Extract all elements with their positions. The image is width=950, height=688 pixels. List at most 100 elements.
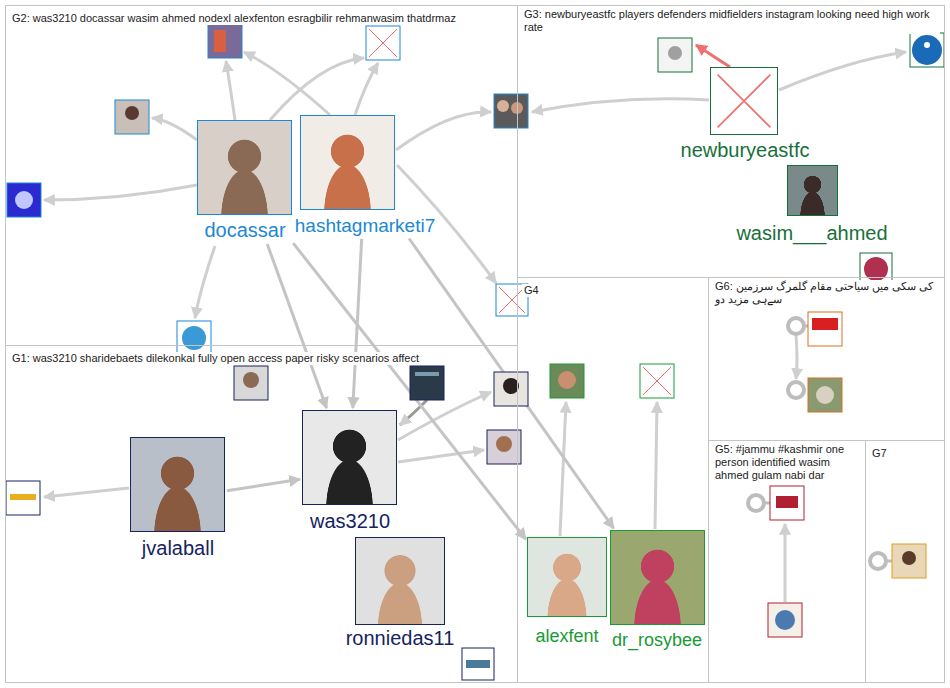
link-line bbox=[396, 112, 491, 150]
vertex: docassar bbox=[197, 120, 292, 242]
vertex: hashtagmarketi7 bbox=[293, 115, 437, 237]
vertex-ring bbox=[788, 318, 804, 334]
group-panel: G5: #jammu #kashmir one person identifie… bbox=[708, 440, 866, 683]
group-title: G4 bbox=[522, 284, 541, 297]
profile-picture bbox=[410, 366, 444, 400]
profile-picture bbox=[770, 486, 804, 520]
profile-picture bbox=[902, 551, 916, 565]
missing-picture bbox=[366, 26, 400, 60]
vertex-label: jvalaball bbox=[140, 537, 216, 560]
profile-picture bbox=[130, 437, 225, 532]
missing-picture bbox=[711, 68, 777, 134]
vertex-ring bbox=[870, 553, 886, 569]
vertex: alexfent bbox=[527, 537, 607, 647]
vertex: was3210 bbox=[302, 410, 397, 533]
profile-picture bbox=[6, 481, 40, 515]
profile-picture bbox=[497, 100, 509, 112]
vertex: newburyeastfc bbox=[679, 67, 812, 162]
vertex: ronniedas11 bbox=[344, 537, 457, 650]
link-line bbox=[152, 118, 197, 140]
link-line bbox=[655, 402, 657, 529]
profile-picture bbox=[775, 610, 795, 630]
group-panel: G1: was3210 sharidebaets dilekonkal full… bbox=[5, 345, 518, 683]
profile-picture bbox=[550, 364, 584, 398]
profile-picture bbox=[668, 46, 682, 60]
link-line bbox=[400, 400, 427, 425]
profile-picture bbox=[302, 410, 397, 505]
link-line bbox=[244, 52, 330, 115]
link-line bbox=[696, 45, 730, 67]
profile-picture bbox=[300, 115, 395, 210]
link-line bbox=[796, 335, 797, 379]
connector bbox=[267, 244, 326, 408]
group-panel: G2: was3210 docassar wasim ahmed nodexl … bbox=[5, 5, 518, 346]
group-title: G5: #jammu #kashmir one person identifie… bbox=[713, 443, 861, 482]
group-title: G3: newburyeastfc players defenders midf… bbox=[522, 8, 940, 34]
profile-picture bbox=[10, 494, 36, 500]
link-line bbox=[44, 185, 197, 200]
profile-picture bbox=[177, 321, 211, 355]
link-line bbox=[779, 52, 906, 90]
profile-picture bbox=[214, 30, 226, 52]
missing-picture bbox=[643, 367, 671, 395]
profile-picture bbox=[197, 120, 292, 215]
missing-picture bbox=[369, 29, 397, 57]
group-title: G6: کی سکی میں سیاحتی مقام گلمرگ سرزمین … bbox=[713, 280, 940, 306]
profile-picture bbox=[812, 318, 838, 330]
profile-picture bbox=[182, 326, 206, 350]
profile-picture bbox=[768, 603, 802, 637]
profile-picture bbox=[494, 372, 528, 406]
profile-picture bbox=[494, 94, 528, 128]
profile-picture bbox=[415, 372, 439, 376]
vertex: dr_rosybee bbox=[610, 530, 705, 651]
profile-picture bbox=[924, 42, 930, 48]
profile-picture bbox=[496, 436, 512, 452]
profile-picture bbox=[527, 537, 607, 617]
vertex-label: docassar bbox=[202, 219, 287, 242]
link-line bbox=[270, 58, 364, 120]
link-line bbox=[886, 560, 892, 563]
profile-picture bbox=[787, 165, 838, 216]
profile-picture bbox=[208, 24, 242, 58]
vertex-label: ronniedas11 bbox=[344, 627, 457, 650]
profile-picture bbox=[610, 530, 705, 625]
group-title: G7 bbox=[870, 447, 889, 460]
profile-picture bbox=[808, 378, 842, 412]
profile-picture bbox=[710, 67, 778, 135]
profile-picture bbox=[658, 38, 692, 72]
profile-picture bbox=[15, 191, 33, 209]
vertex-label: newburyeastfc bbox=[679, 139, 812, 162]
group-title: G2: was3210 docassar wasim ahmed nodexl … bbox=[10, 12, 458, 25]
vertex-ring bbox=[788, 382, 804, 398]
profile-picture bbox=[243, 372, 259, 388]
vertex-label: hashtagmarketi7 bbox=[293, 215, 437, 237]
connector bbox=[409, 239, 614, 529]
missing-picture bbox=[718, 75, 771, 128]
link-line bbox=[764, 502, 770, 505]
link-line bbox=[560, 402, 566, 536]
profile-picture bbox=[558, 371, 576, 389]
vertex-label: alexfent bbox=[533, 626, 600, 647]
link-line bbox=[532, 99, 709, 112]
profile-picture bbox=[816, 386, 834, 404]
profile-picture bbox=[355, 537, 445, 625]
profile-picture bbox=[7, 183, 41, 217]
profile-picture bbox=[776, 496, 798, 508]
group-panel: G6: کی سکی میں سیاحتی مقام گلمرگ سرزمین … bbox=[708, 277, 945, 441]
profile-picture bbox=[487, 430, 521, 464]
link-line bbox=[355, 63, 378, 115]
link-line bbox=[44, 488, 129, 497]
connector bbox=[293, 243, 526, 539]
missing-picture bbox=[640, 364, 674, 398]
profile-picture bbox=[115, 100, 149, 134]
profile-picture bbox=[234, 366, 268, 400]
connector bbox=[227, 479, 300, 490]
profile-picture bbox=[808, 312, 842, 346]
vertex-label: was3210 bbox=[308, 510, 392, 533]
vertex-ring bbox=[748, 495, 764, 511]
vertex: wasim___ahmed bbox=[734, 165, 889, 245]
link-line bbox=[804, 325, 808, 328]
vertex-label: dr_rosybee bbox=[610, 630, 704, 651]
group-panel: G7 bbox=[865, 440, 945, 683]
profile-picture bbox=[125, 106, 139, 120]
